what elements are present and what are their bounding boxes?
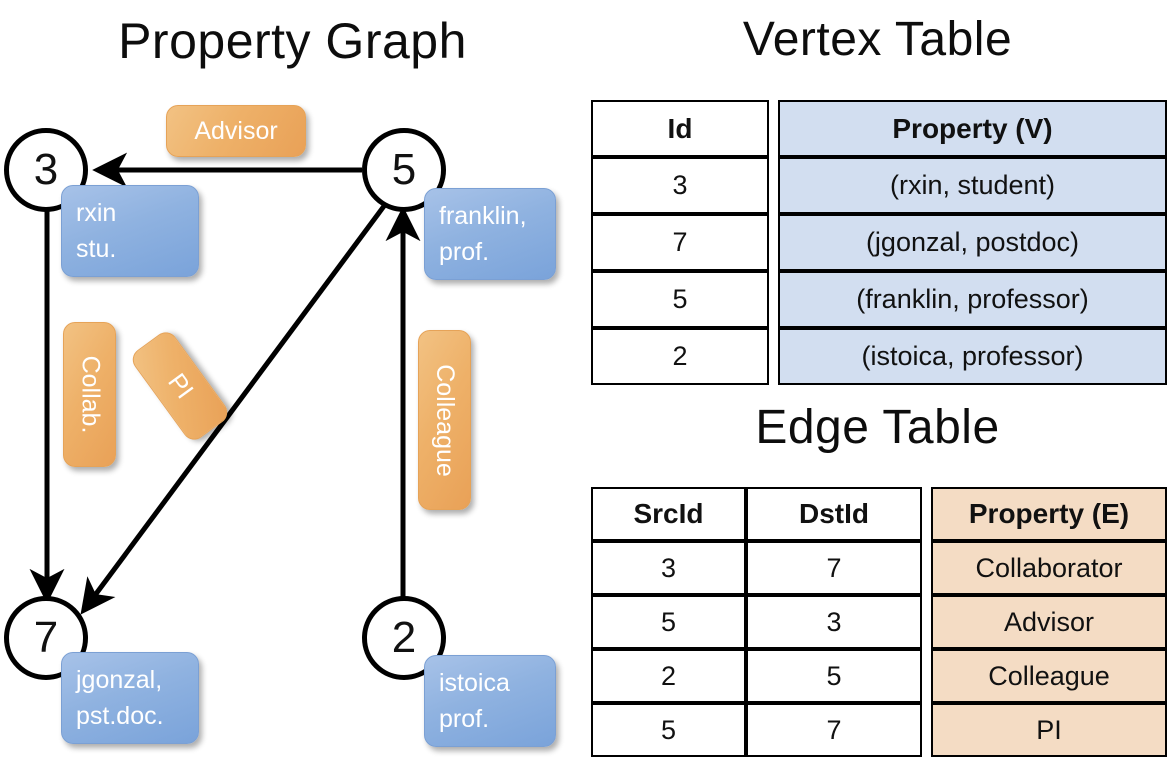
page-title-edge-table: Edge Table xyxy=(755,401,1000,454)
table-row[interactable]: 5 7 PI xyxy=(591,703,1167,757)
vertex-property-badge-2-line2: prof. xyxy=(439,705,490,733)
edge-table-cell-dstid: 5 xyxy=(746,649,922,703)
edge-table-cell-property: Colleague xyxy=(931,649,1167,703)
table-row[interactable]: 3 (rxin, student) xyxy=(591,157,1167,214)
page-title-vertex-table: Vertex Table xyxy=(742,13,1013,66)
vertex-property-badge-7[interactable]: jgonzal, pst.doc. xyxy=(61,652,199,744)
edge-table-column-gap xyxy=(922,703,931,757)
edge-property-badge-advisor[interactable]: Advisor xyxy=(166,105,306,157)
edge-table-column-gap xyxy=(922,595,931,649)
edge-table-header-srcid: SrcId xyxy=(591,487,746,541)
vertex-property-badge-3-line1: rxin xyxy=(76,199,117,227)
vertex-table-cell-id: 2 xyxy=(591,328,769,385)
edge-table-cell-srcid: 3 xyxy=(591,541,746,595)
graph-edges-layer xyxy=(29,152,421,615)
vertex-property-badge-3-line2: stu. xyxy=(76,235,117,263)
property-graph-diagram: 3 5 7 2 rxin stu. franklin, prof. jgonza… xyxy=(4,105,556,747)
vertex-property-badge-5-line1: franklin, xyxy=(439,202,527,230)
vertex-table: Id Property (V) 3 (rxin, student) 7 (jgo… xyxy=(591,100,1167,385)
vertex-table-cell-id: 5 xyxy=(591,271,769,328)
vertex-property-badge-7-line2: pst.doc. xyxy=(76,702,164,730)
edge-table-cell-property: Advisor xyxy=(931,595,1167,649)
edge-property-badge-collab[interactable]: Collab. xyxy=(63,322,116,467)
page-title-property-graph: Property Graph xyxy=(118,13,467,69)
table-row[interactable]: 7 (jgonzal, postdoc) xyxy=(591,214,1167,271)
edge-property-badge-collab-label: Collab. xyxy=(76,355,105,434)
edge-table-column-gap xyxy=(922,649,931,703)
graph-node-2[interactable]: 2 xyxy=(362,596,446,680)
edge-table-cell-dstid: 3 xyxy=(746,595,922,649)
table-row[interactable]: 3 7 Collaborator xyxy=(591,541,1167,595)
vertex-table-header-property: Property (V) xyxy=(778,100,1167,157)
vertex-table-column-gap xyxy=(769,157,778,214)
vertex-table-cell-id: 3 xyxy=(591,157,769,214)
edge-table-cell-dstid: 7 xyxy=(746,703,922,757)
edge-table-header-dstid: DstId xyxy=(746,487,922,541)
vertex-table-column-gap xyxy=(769,271,778,328)
edge-property-badge-pi-label: PI xyxy=(162,367,199,404)
vertex-property-badge-5[interactable]: franklin, prof. xyxy=(424,188,556,280)
edge-table: SrcId DstId Property (E) 3 7 Collaborato… xyxy=(591,487,1167,757)
edge-table-cell-property: Collaborator xyxy=(931,541,1167,595)
edge-table-header-row: SrcId DstId Property (E) xyxy=(591,487,1167,541)
edge-property-badge-colleague-label: Colleague xyxy=(431,363,459,477)
edge-table-column-gap xyxy=(922,541,931,595)
edge-property-badge-advisor-label: Advisor xyxy=(194,116,278,145)
vertex-property-badge-5-line2: prof. xyxy=(439,238,490,266)
table-row[interactable]: 2 5 Colleague xyxy=(591,649,1167,703)
vertex-property-badge-3[interactable]: rxin stu. xyxy=(61,185,199,277)
edge-property-badge-colleague[interactable]: Colleague xyxy=(418,330,471,510)
table-row[interactable]: 2 (istoica, professor) xyxy=(591,328,1167,385)
edge-table-cell-dstid: 7 xyxy=(746,541,922,595)
edge-table-cell-property: PI xyxy=(931,703,1167,757)
vertex-table-column-gap xyxy=(769,100,778,157)
vertex-table-header-row: Id Property (V) xyxy=(591,100,1167,157)
vertex-table-cell-property: (franklin, professor) xyxy=(778,271,1167,328)
vertex-property-badge-2[interactable]: istoica prof. xyxy=(424,655,556,747)
edge-line-pi xyxy=(80,196,393,615)
edge-table-column-gap xyxy=(922,487,931,541)
table-row[interactable]: 5 (franklin, professor) xyxy=(591,271,1167,328)
vertex-table-cell-property: (rxin, student) xyxy=(778,157,1167,214)
vertex-table-cell-id: 7 xyxy=(591,214,769,271)
edge-table-cell-srcid: 5 xyxy=(591,703,746,757)
edge-table-header-property: Property (E) xyxy=(931,487,1167,541)
vertex-table-header-id: Id xyxy=(591,100,769,157)
vertex-table-column-gap xyxy=(769,214,778,271)
vertex-property-badge-7-line1: jgonzal, xyxy=(76,666,163,694)
vertex-table-column-gap xyxy=(769,328,778,385)
edge-table-cell-srcid: 2 xyxy=(591,649,746,703)
vertex-table-cell-property: (jgonzal, postdoc) xyxy=(778,214,1167,271)
table-row[interactable]: 5 3 Advisor xyxy=(591,595,1167,649)
vertex-table-cell-property: (istoica, professor) xyxy=(778,328,1167,385)
vertex-property-badge-2-line1: istoica xyxy=(439,669,510,697)
edge-table-cell-srcid: 5 xyxy=(591,595,746,649)
